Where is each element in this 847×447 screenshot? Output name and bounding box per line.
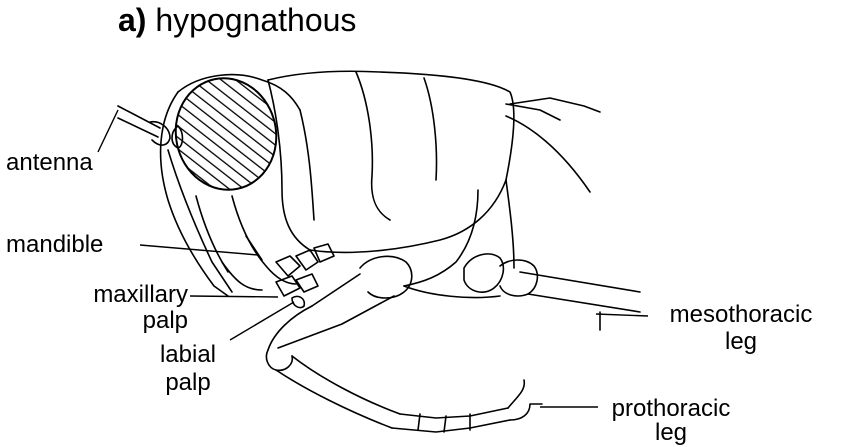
- label-labial-palp-line2: palp: [128, 370, 248, 396]
- mesothoracic-leg-shape: [464, 254, 640, 330]
- labial-palp-leader: [230, 302, 294, 340]
- mandible-leader: [140, 245, 258, 255]
- label-mesothoracic-leg-line1: mesothoracic: [648, 302, 834, 328]
- antenna-leader: [98, 110, 118, 152]
- maxillary-palp-leader: [190, 296, 278, 297]
- pronotum: [268, 71, 590, 268]
- label-mandible: mandible: [6, 232, 103, 258]
- antenna-shape: [118, 106, 170, 145]
- body-outline: [404, 98, 600, 298]
- label-maxillary-palp-line1: maxillary: [60, 282, 188, 308]
- prothoracic-leg-shape: [266, 256, 542, 432]
- label-antenna: antenna: [6, 150, 93, 176]
- label-labial-palp-line1: labial: [128, 342, 248, 368]
- label-prothoracic-leg-line2: leg: [596, 420, 746, 446]
- mesothoracic-leg-leader: [596, 314, 648, 316]
- label-mesothoracic-leg-line2: leg: [648, 329, 834, 355]
- label-maxillary-palp-line2: palp: [60, 308, 188, 334]
